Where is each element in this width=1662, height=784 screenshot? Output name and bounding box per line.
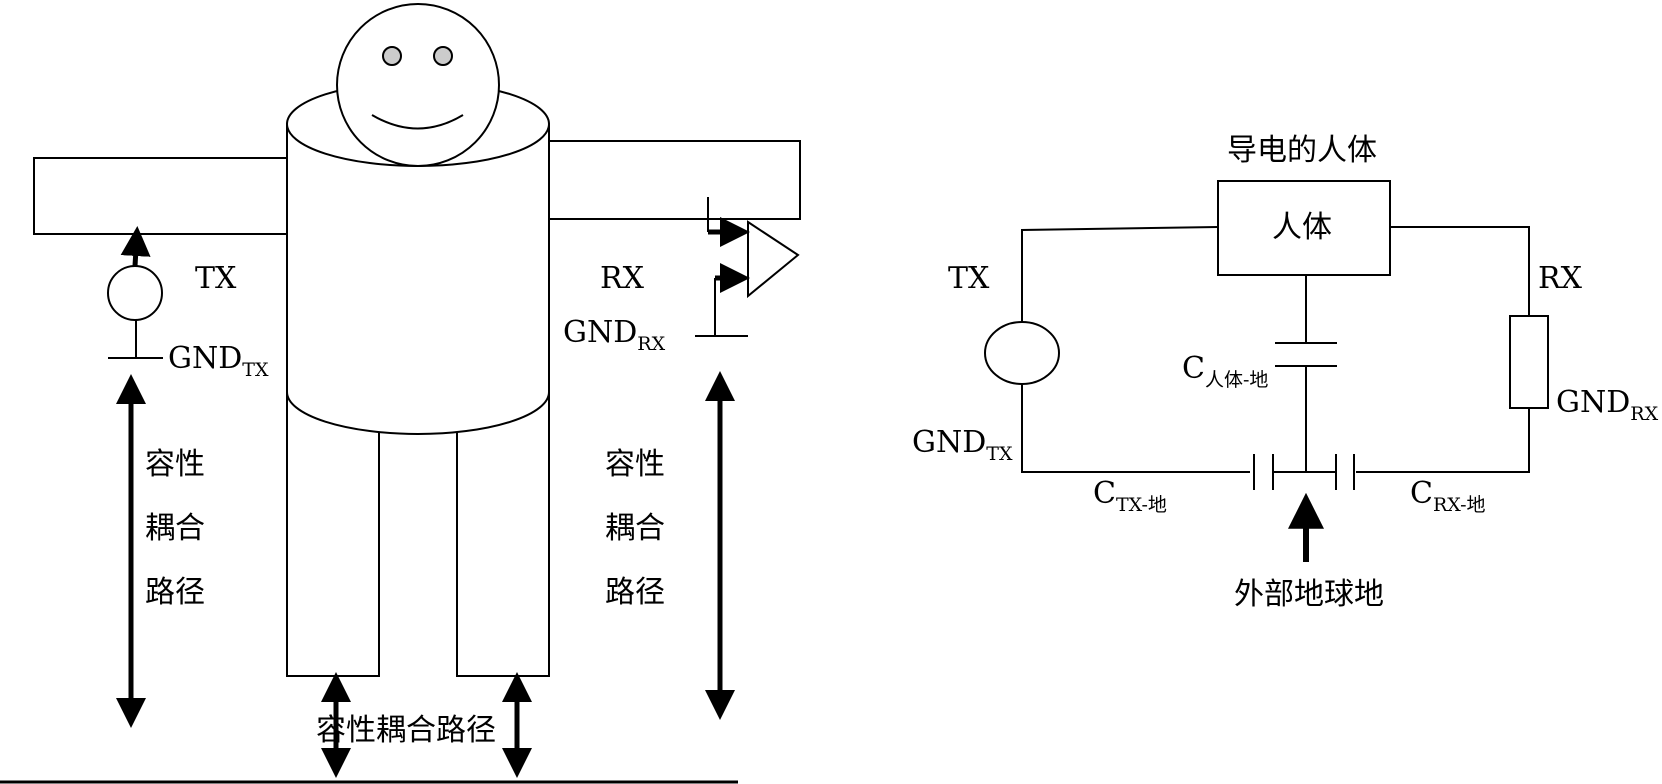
tx-source-circle bbox=[107, 265, 163, 321]
tx-source-circle-circuit bbox=[984, 321, 1060, 385]
gnd-rx-label: GNDRX bbox=[563, 315, 666, 355]
gnd-tx-label: GNDTX bbox=[168, 341, 269, 381]
earth-label: 外部地球地 bbox=[1234, 577, 1384, 612]
left-leg bbox=[286, 389, 380, 677]
right-leg bbox=[456, 389, 550, 677]
circuit-title: 导电的人体 bbox=[1227, 133, 1377, 168]
body-box-label: 人体 bbox=[1272, 210, 1332, 245]
smile bbox=[371, 114, 464, 130]
c-tx-ground-label: CTX-地 bbox=[1093, 476, 1167, 516]
rx-label: RX bbox=[600, 261, 645, 296]
equivalent-circuit: 导电的人体 人体 TX GNDTX RX GNDRX C人体-地 CTX-地 C… bbox=[912, 133, 1659, 612]
left-eye bbox=[382, 46, 402, 66]
circuit-gnd-tx-label: GNDTX bbox=[912, 425, 1013, 465]
left-arm bbox=[33, 157, 288, 235]
transmitter-symbol bbox=[107, 226, 163, 359]
receiver-symbol bbox=[695, 197, 800, 337]
right-path-label: 容性 耦合 路径 bbox=[605, 447, 675, 610]
right-arm bbox=[547, 140, 801, 220]
bottom-path-label: 容性耦合路径 bbox=[316, 713, 496, 748]
rx-amplifier-triangle bbox=[747, 220, 800, 299]
left-path-label: 容性 耦合 路径 bbox=[145, 447, 215, 610]
circuit-tx-label: TX bbox=[948, 261, 990, 296]
tx-label: TX bbox=[195, 261, 237, 296]
circuit-gnd-rx-label: GNDRX bbox=[1556, 385, 1659, 425]
c-body-ground-label: C人体-地 bbox=[1182, 351, 1268, 391]
right-eye bbox=[433, 46, 453, 66]
head bbox=[336, 3, 500, 167]
c-rx-ground-label: CRX-地 bbox=[1410, 476, 1486, 516]
circuit-rx-label: RX bbox=[1538, 261, 1583, 296]
rx-resistor bbox=[1509, 315, 1549, 409]
